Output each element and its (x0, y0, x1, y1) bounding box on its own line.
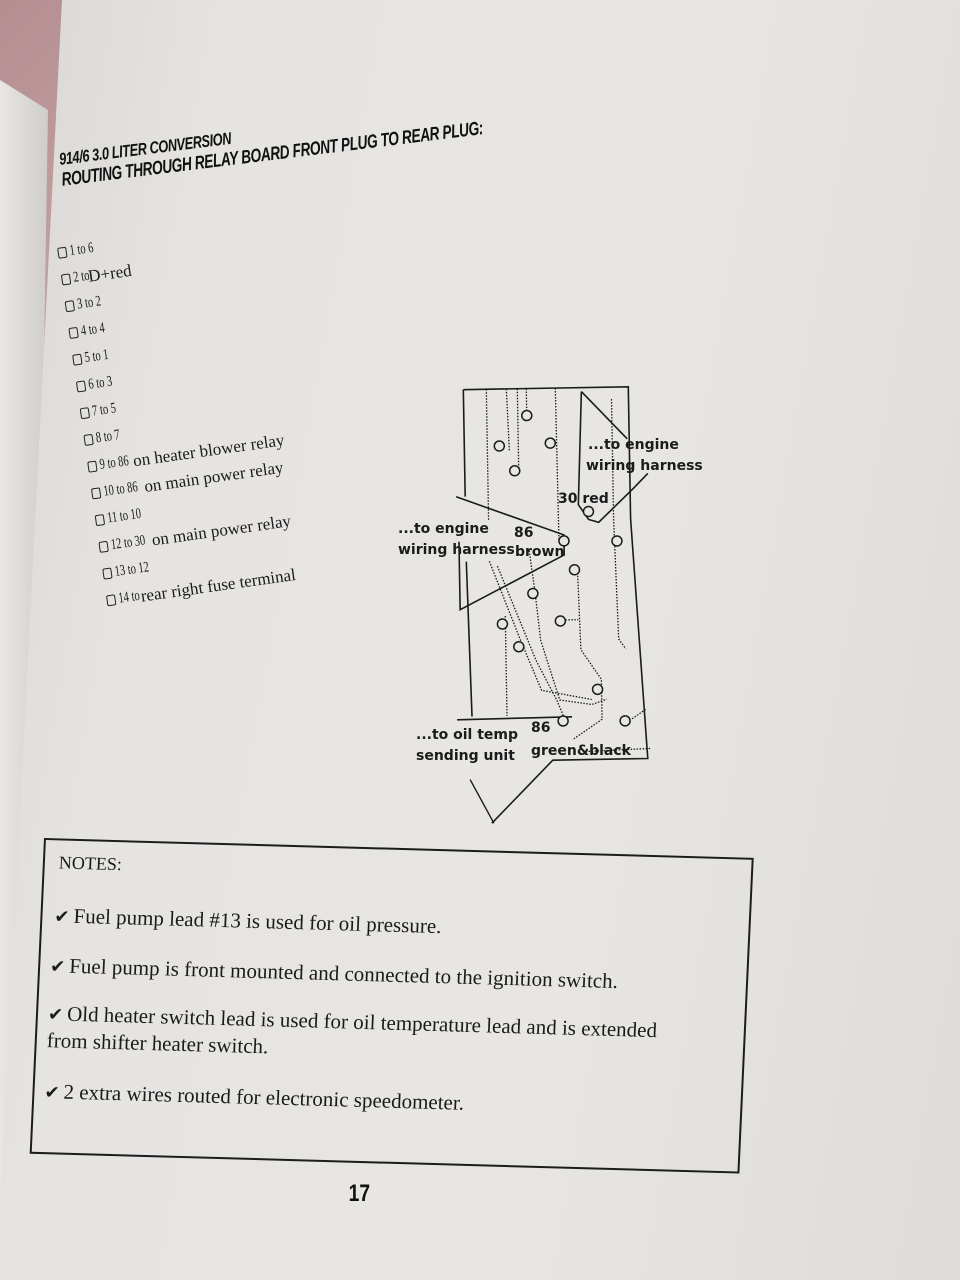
page-number: 17 (348, 1180, 371, 1207)
label-engine-top-2: wiring harness (586, 458, 703, 474)
engine-connector-left (455, 496, 566, 612)
check-icon: ✔ (47, 1004, 64, 1025)
notes-box: NOTES: ✔Fuel pump lead #13 is used for o… (29, 838, 754, 1174)
label-engine-top-1: ...to engine (588, 437, 679, 453)
note-text: Old heater switch lead is used for oil t… (46, 1001, 658, 1059)
label-86-gb-num: 86 (531, 720, 550, 736)
label-oil-temp-1: ...to oil temp (416, 727, 518, 743)
check-icon: ✔ (49, 956, 66, 977)
label-30-red: 30 red (558, 491, 609, 507)
note-item: ✔2 extra wires routed for electronic spe… (44, 1078, 465, 1117)
label-oil-temp-2: sending unit (416, 748, 515, 764)
note-item: ✔Fuel pump lead #13 is used for oil pres… (54, 902, 442, 940)
engine-connector-top (577, 391, 649, 524)
notes-title: NOTES: (58, 852, 123, 875)
label-86-brown: brown (515, 544, 564, 560)
check-icon: ✔ (54, 906, 70, 927)
check-icon: ✔ (44, 1082, 61, 1103)
label-86-green-black: green&black (531, 743, 632, 759)
note-text: Fuel pump lead #13 is used for oil press… (73, 903, 443, 939)
label-86-brown-num: 86 (514, 525, 533, 541)
board-outline (457, 385, 649, 824)
note-text: 2 extra wires routed for electronic spee… (63, 1079, 465, 1115)
label-engine-left-2: wiring harness (398, 542, 515, 558)
label-engine-left-1: ...to engine (398, 521, 489, 537)
note-item: ✔Fuel pump is front mounted and connecte… (50, 952, 619, 995)
note-item: ✔Old heater switch lead is used for oil … (46, 1000, 668, 1070)
note-text: Fuel pump is front mounted and connected… (68, 953, 619, 994)
